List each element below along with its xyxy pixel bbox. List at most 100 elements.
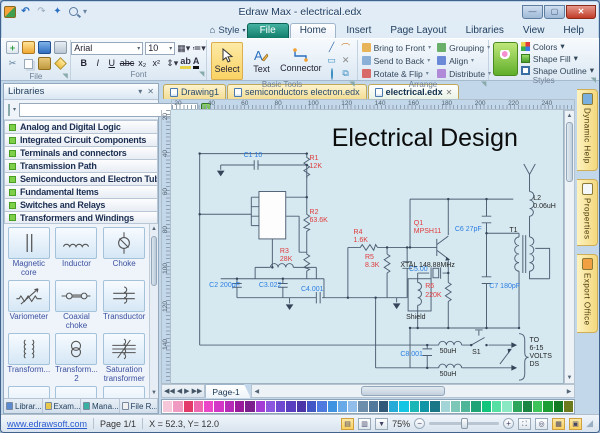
shape-tile-variometer[interactable] xyxy=(7,280,50,312)
palette-swatch[interactable] xyxy=(522,401,533,412)
last-page-icon[interactable]: ▶▶ xyxy=(191,388,203,395)
maximize-button[interactable]: ▢ xyxy=(544,4,565,19)
arc-tool-icon[interactable]: ⌒ xyxy=(341,43,351,53)
document-tab-drawing1[interactable]: Drawing1 xyxy=(163,84,227,99)
zoom-area-button[interactable]: ◎ xyxy=(535,417,549,430)
save-file-icon[interactable] xyxy=(38,41,51,54)
palette-swatch[interactable] xyxy=(327,401,337,412)
component-label-l2[interactable]: L2 0.06uH xyxy=(533,195,556,211)
canvas-hscroll-thumb[interactable] xyxy=(361,386,446,396)
library-category-terminals-and-connectors[interactable]: Terminals and connectors xyxy=(4,146,158,159)
palette-swatch[interactable] xyxy=(553,401,563,412)
open-icon[interactable] xyxy=(22,41,35,54)
copy-icon[interactable] xyxy=(22,57,35,70)
grouping-button[interactable]: Grouping▾ xyxy=(437,43,491,53)
prev-page-icon[interactable]: ◀ xyxy=(176,388,183,395)
palette-swatch[interactable] xyxy=(481,401,491,412)
menu-tab-help[interactable]: Help xyxy=(563,25,584,36)
palette-swatch[interactable] xyxy=(409,401,420,412)
shape-tile-choke[interactable] xyxy=(103,227,146,259)
scroll-down-icon[interactable]: ▼ xyxy=(151,390,157,396)
canvas-vscroll-thumb[interactable] xyxy=(566,122,573,182)
component-label-50uh[interactable]: 50uH xyxy=(439,347,457,355)
component-label-t1[interactable]: T1 xyxy=(509,226,518,234)
zoom-out-button[interactable]: − xyxy=(414,418,426,429)
font-size-select[interactable]: 10▾ xyxy=(145,41,176,55)
close-document-icon[interactable]: ✕ xyxy=(445,87,453,97)
palette-swatch[interactable] xyxy=(492,401,502,412)
palette-swatch[interactable] xyxy=(430,401,440,412)
connector-tool-button[interactable]: Connector xyxy=(280,42,322,80)
shape-tile-magnetic-core[interactable] xyxy=(7,227,50,259)
shape-tile-blank[interactable] xyxy=(7,386,50,398)
ellipse-tool-icon[interactable] xyxy=(330,67,333,80)
menu-tab-home[interactable]: Home xyxy=(289,23,337,38)
website-link[interactable]: www.edrawsoft.com xyxy=(7,418,88,429)
font-toggle-abc[interactable]: abc xyxy=(119,57,135,68)
font-toggle-x[interactable]: x₂ xyxy=(138,57,147,68)
fit-page-button[interactable]: ⛶ xyxy=(518,417,532,430)
component-label-xtal-148-88mhz[interactable]: XTAL 148.88MHz xyxy=(400,261,455,269)
library-category-transmission-path[interactable]: Transmission Path xyxy=(4,159,158,172)
component-label-to[interactable]: TO 6-15 VOLTS DS xyxy=(529,336,552,368)
next-page-icon[interactable]: ▶ xyxy=(184,388,190,395)
shape-tile-coaxial-choke[interactable] xyxy=(55,280,98,312)
palette-swatch[interactable] xyxy=(255,401,265,412)
font-toggle-u[interactable]: U xyxy=(108,57,115,68)
library-scrollbar[interactable]: ▲ ▼ xyxy=(149,224,158,398)
menu-tab-view[interactable]: View xyxy=(522,25,545,36)
rotate-flip-button[interactable]: Rotate & Flip▾ xyxy=(361,69,432,79)
palette-swatch[interactable] xyxy=(183,401,193,412)
bullet-list-icon[interactable]: ≔▾ xyxy=(192,42,206,53)
palette-swatch[interactable] xyxy=(420,401,430,412)
theme-style-icon[interactable] xyxy=(493,41,518,76)
component-label-c1-10[interactable]: C1 10 xyxy=(243,151,263,159)
component-label-c4-001[interactable]: C4.001 xyxy=(300,286,324,294)
library-view-icon[interactable] xyxy=(8,103,10,116)
palette-swatch[interactable] xyxy=(389,401,399,412)
canvas-vertical-scrollbar[interactable]: ▲ ▼ xyxy=(564,110,575,384)
font-toggle-i[interactable]: I xyxy=(96,57,99,68)
palette-swatch[interactable] xyxy=(358,401,368,412)
palette-swatch[interactable] xyxy=(265,401,276,412)
palette-swatch[interactable] xyxy=(224,401,234,412)
library-category-semiconductors-and-electron-tubes[interactable]: Semiconductors and Electron Tubes xyxy=(4,172,158,185)
panel-close-icon[interactable]: ✕ xyxy=(147,87,154,96)
zoom-slider[interactable] xyxy=(429,418,500,429)
palette-swatch[interactable] xyxy=(234,401,245,412)
palette-swatch[interactable] xyxy=(276,401,286,412)
shape-tile-blank[interactable] xyxy=(103,386,146,398)
scroll-right-icon[interactable]: ▶ xyxy=(566,388,572,395)
library-search-input[interactable] xyxy=(19,102,199,117)
document-tab-semiconductors-electron-edx[interactable]: semiconductors electron.edx xyxy=(227,84,367,99)
font-family-select[interactable]: Arial▾ xyxy=(71,41,144,55)
component-label-c5-00[interactable]: C5.00 xyxy=(408,266,428,274)
component-label-r5[interactable]: R5 8.3K xyxy=(365,254,380,270)
palette-swatch[interactable] xyxy=(440,401,450,412)
component-label-s1[interactable]: S1 xyxy=(472,348,481,356)
side-tab-properties[interactable]: Properties xyxy=(577,178,598,247)
component-label-r4[interactable]: R4 1.6K xyxy=(353,229,368,245)
scroll-up-icon[interactable]: ▲ xyxy=(566,113,573,119)
cut-icon[interactable]: ✂ xyxy=(8,58,17,68)
paste-icon[interactable] xyxy=(38,57,51,70)
side-tab-dynamic-help[interactable]: Dynamic Help xyxy=(577,89,598,171)
shape-outline-button[interactable]: Shape Outline▾ xyxy=(520,65,594,76)
palette-swatch[interactable] xyxy=(348,401,358,412)
font-toggle-b[interactable]: B xyxy=(80,57,87,68)
palette-swatch[interactable] xyxy=(286,401,296,412)
colors-button[interactable]: Colors▾ xyxy=(520,41,594,52)
edraw-logo-icon[interactable] xyxy=(4,5,16,18)
select-tool-button[interactable]: Select xyxy=(211,41,243,80)
palette-swatch[interactable] xyxy=(563,401,574,412)
menu-tab-file[interactable]: File xyxy=(246,23,289,38)
palette-swatch[interactable] xyxy=(296,401,306,412)
canvas-horizontal-scrollbar[interactable]: ◀ ▶ xyxy=(250,384,575,398)
first-page-icon[interactable]: ◀◀ xyxy=(164,388,175,395)
palette-swatch[interactable] xyxy=(543,401,553,412)
bring-to-front-button[interactable]: Bring to Front▾ xyxy=(361,43,431,53)
scrollbar-thumb[interactable] xyxy=(151,236,157,286)
library-category-analog-and-digital-logic[interactable]: Analog and Digital Logic xyxy=(4,120,158,133)
shape-tile-transformer-2[interactable] xyxy=(55,333,98,365)
